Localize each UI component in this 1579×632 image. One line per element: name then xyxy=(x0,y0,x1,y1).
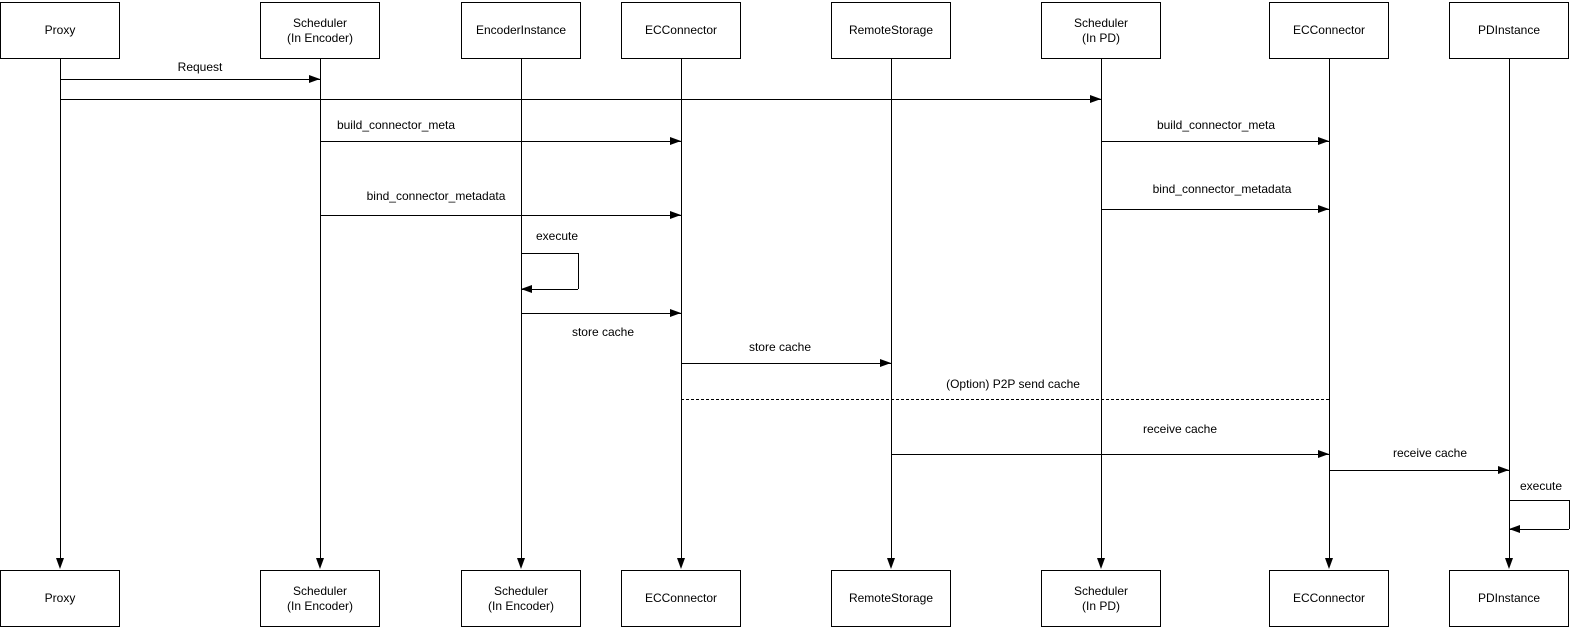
participant-label: Proxy xyxy=(44,591,76,605)
arrowhead-left-icon xyxy=(1509,525,1520,533)
participant-box-bottom-pd-instance: PDInstance xyxy=(1449,570,1569,627)
arrowhead-right-icon xyxy=(1318,137,1329,145)
self-message-side-execute xyxy=(1569,500,1570,529)
message-label-bind-connector-metadata: bind_connector_metadata xyxy=(1150,182,1294,196)
message-label-receive-cache: receive cache xyxy=(1140,422,1220,436)
participant-label: PDInstance xyxy=(1477,591,1541,605)
participant-box-top-pd-instance: PDInstance xyxy=(1449,2,1569,59)
arrowhead-down-icon xyxy=(1325,558,1333,569)
lifeline-encoder-instance xyxy=(521,59,522,559)
lifeline-scheduler-encoder xyxy=(320,59,321,559)
arrowhead-right-icon xyxy=(1498,466,1509,474)
arrowhead-down-icon xyxy=(56,558,64,569)
self-message-bottom-execute xyxy=(521,289,578,290)
message-line-receive-cache xyxy=(1329,470,1509,471)
participant-label: RemoteStorage xyxy=(848,591,934,605)
participant-box-top-scheduler-encoder: Scheduler (In Encoder) xyxy=(260,2,380,59)
participant-label: Scheduler (In PD) xyxy=(1073,15,1129,45)
lifeline-scheduler-pd xyxy=(1101,59,1102,559)
participant-box-top-remote-storage: RemoteStorage xyxy=(831,2,951,59)
participant-label: Scheduler (In Encoder) xyxy=(487,583,555,613)
self-message-top-execute xyxy=(1509,500,1569,501)
arrowhead-right-icon xyxy=(309,75,320,83)
message-label-option-p2p-send-cache: (Option) P2P send cache xyxy=(944,377,1082,391)
lifeline-ec-connector-2 xyxy=(1329,59,1330,559)
message-line-request xyxy=(60,79,320,80)
participant-box-top-scheduler-pd: Scheduler (In PD) xyxy=(1041,2,1161,59)
lifeline-ec-connector-1 xyxy=(681,59,682,559)
arrowhead-right-icon xyxy=(1318,450,1329,458)
lifeline-remote-storage xyxy=(891,59,892,559)
message-line-receive-cache xyxy=(891,454,1329,455)
participant-box-bottom-scheduler-pd: Scheduler (In PD) xyxy=(1041,570,1161,627)
message-line-store-cache xyxy=(521,313,681,314)
participant-box-bottom-proxy: Proxy xyxy=(0,570,120,627)
arrowhead-down-icon xyxy=(517,558,525,569)
participant-label: ECConnector xyxy=(1292,23,1366,37)
message-line-bind-connector-metadata xyxy=(320,215,681,216)
participant-label: Scheduler (In PD) xyxy=(1073,583,1129,613)
participant-box-bottom-scheduler-encoder: Scheduler (In Encoder) xyxy=(260,570,380,627)
participant-label: ECConnector xyxy=(644,591,718,605)
participant-box-top-ec-connector-2: ECConnector xyxy=(1269,2,1389,59)
lifeline-pd-instance xyxy=(1509,59,1510,559)
arrowhead-right-icon xyxy=(670,137,681,145)
arrowhead-right-icon xyxy=(670,211,681,219)
message-label-execute: execute xyxy=(1517,479,1565,493)
message-label-request: Request xyxy=(175,60,225,74)
participant-label: ECConnector xyxy=(644,23,718,37)
participant-label: Proxy xyxy=(44,23,76,37)
participant-label: Scheduler (In Encoder) xyxy=(286,15,354,45)
arrowhead-left-icon xyxy=(521,285,532,293)
arrowhead-right-icon xyxy=(1090,95,1101,103)
message-line-store-cache xyxy=(681,363,891,364)
participant-box-top-ec-connector-1: ECConnector xyxy=(621,2,741,59)
participant-box-top-proxy: Proxy xyxy=(0,2,120,59)
self-message-top-execute xyxy=(521,253,578,254)
participant-box-bottom-encoder-instance: Scheduler (In Encoder) xyxy=(461,570,581,627)
message-line-build-connector-meta xyxy=(320,141,681,142)
arrowhead-right-icon xyxy=(670,309,681,317)
message-line-message xyxy=(60,99,1101,100)
participant-label: EncoderInstance xyxy=(475,23,567,37)
message-line-build-connector-meta xyxy=(1101,141,1329,142)
arrowhead-down-icon xyxy=(316,558,324,569)
message-label-store-cache: store cache xyxy=(569,325,637,339)
participant-label: RemoteStorage xyxy=(848,23,934,37)
participant-box-bottom-remote-storage: RemoteStorage xyxy=(831,570,951,627)
arrowhead-right-icon xyxy=(880,359,891,367)
message-label-receive-cache: receive cache xyxy=(1390,446,1470,460)
arrowhead-right-icon xyxy=(1318,205,1329,213)
message-label-store-cache: store cache xyxy=(746,340,814,354)
self-message-side-execute xyxy=(578,253,579,289)
message-line-option-p2p-send-cache xyxy=(681,399,1329,400)
participant-label: PDInstance xyxy=(1477,23,1541,37)
arrowhead-down-icon xyxy=(1505,558,1513,569)
participant-box-bottom-ec-connector-2: ECConnector xyxy=(1269,570,1389,627)
participant-box-top-encoder-instance: EncoderInstance xyxy=(461,2,581,59)
lifeline-proxy xyxy=(60,59,61,559)
participant-box-bottom-ec-connector-1: ECConnector xyxy=(621,570,741,627)
self-message-bottom-execute xyxy=(1509,529,1569,530)
participant-label: ECConnector xyxy=(1292,591,1366,605)
participant-label: Scheduler (In Encoder) xyxy=(286,583,354,613)
message-label-bind-connector-metadata: bind_connector_metadata xyxy=(364,189,508,203)
message-label-execute: execute xyxy=(533,229,581,243)
message-label-build-connector-meta: build_connector_meta xyxy=(334,118,458,132)
arrowhead-down-icon xyxy=(1097,558,1105,569)
message-line-bind-connector-metadata xyxy=(1101,209,1329,210)
arrowhead-down-icon xyxy=(887,558,895,569)
arrowhead-down-icon xyxy=(677,558,685,569)
message-label-build-connector-meta: build_connector_meta xyxy=(1154,118,1278,132)
